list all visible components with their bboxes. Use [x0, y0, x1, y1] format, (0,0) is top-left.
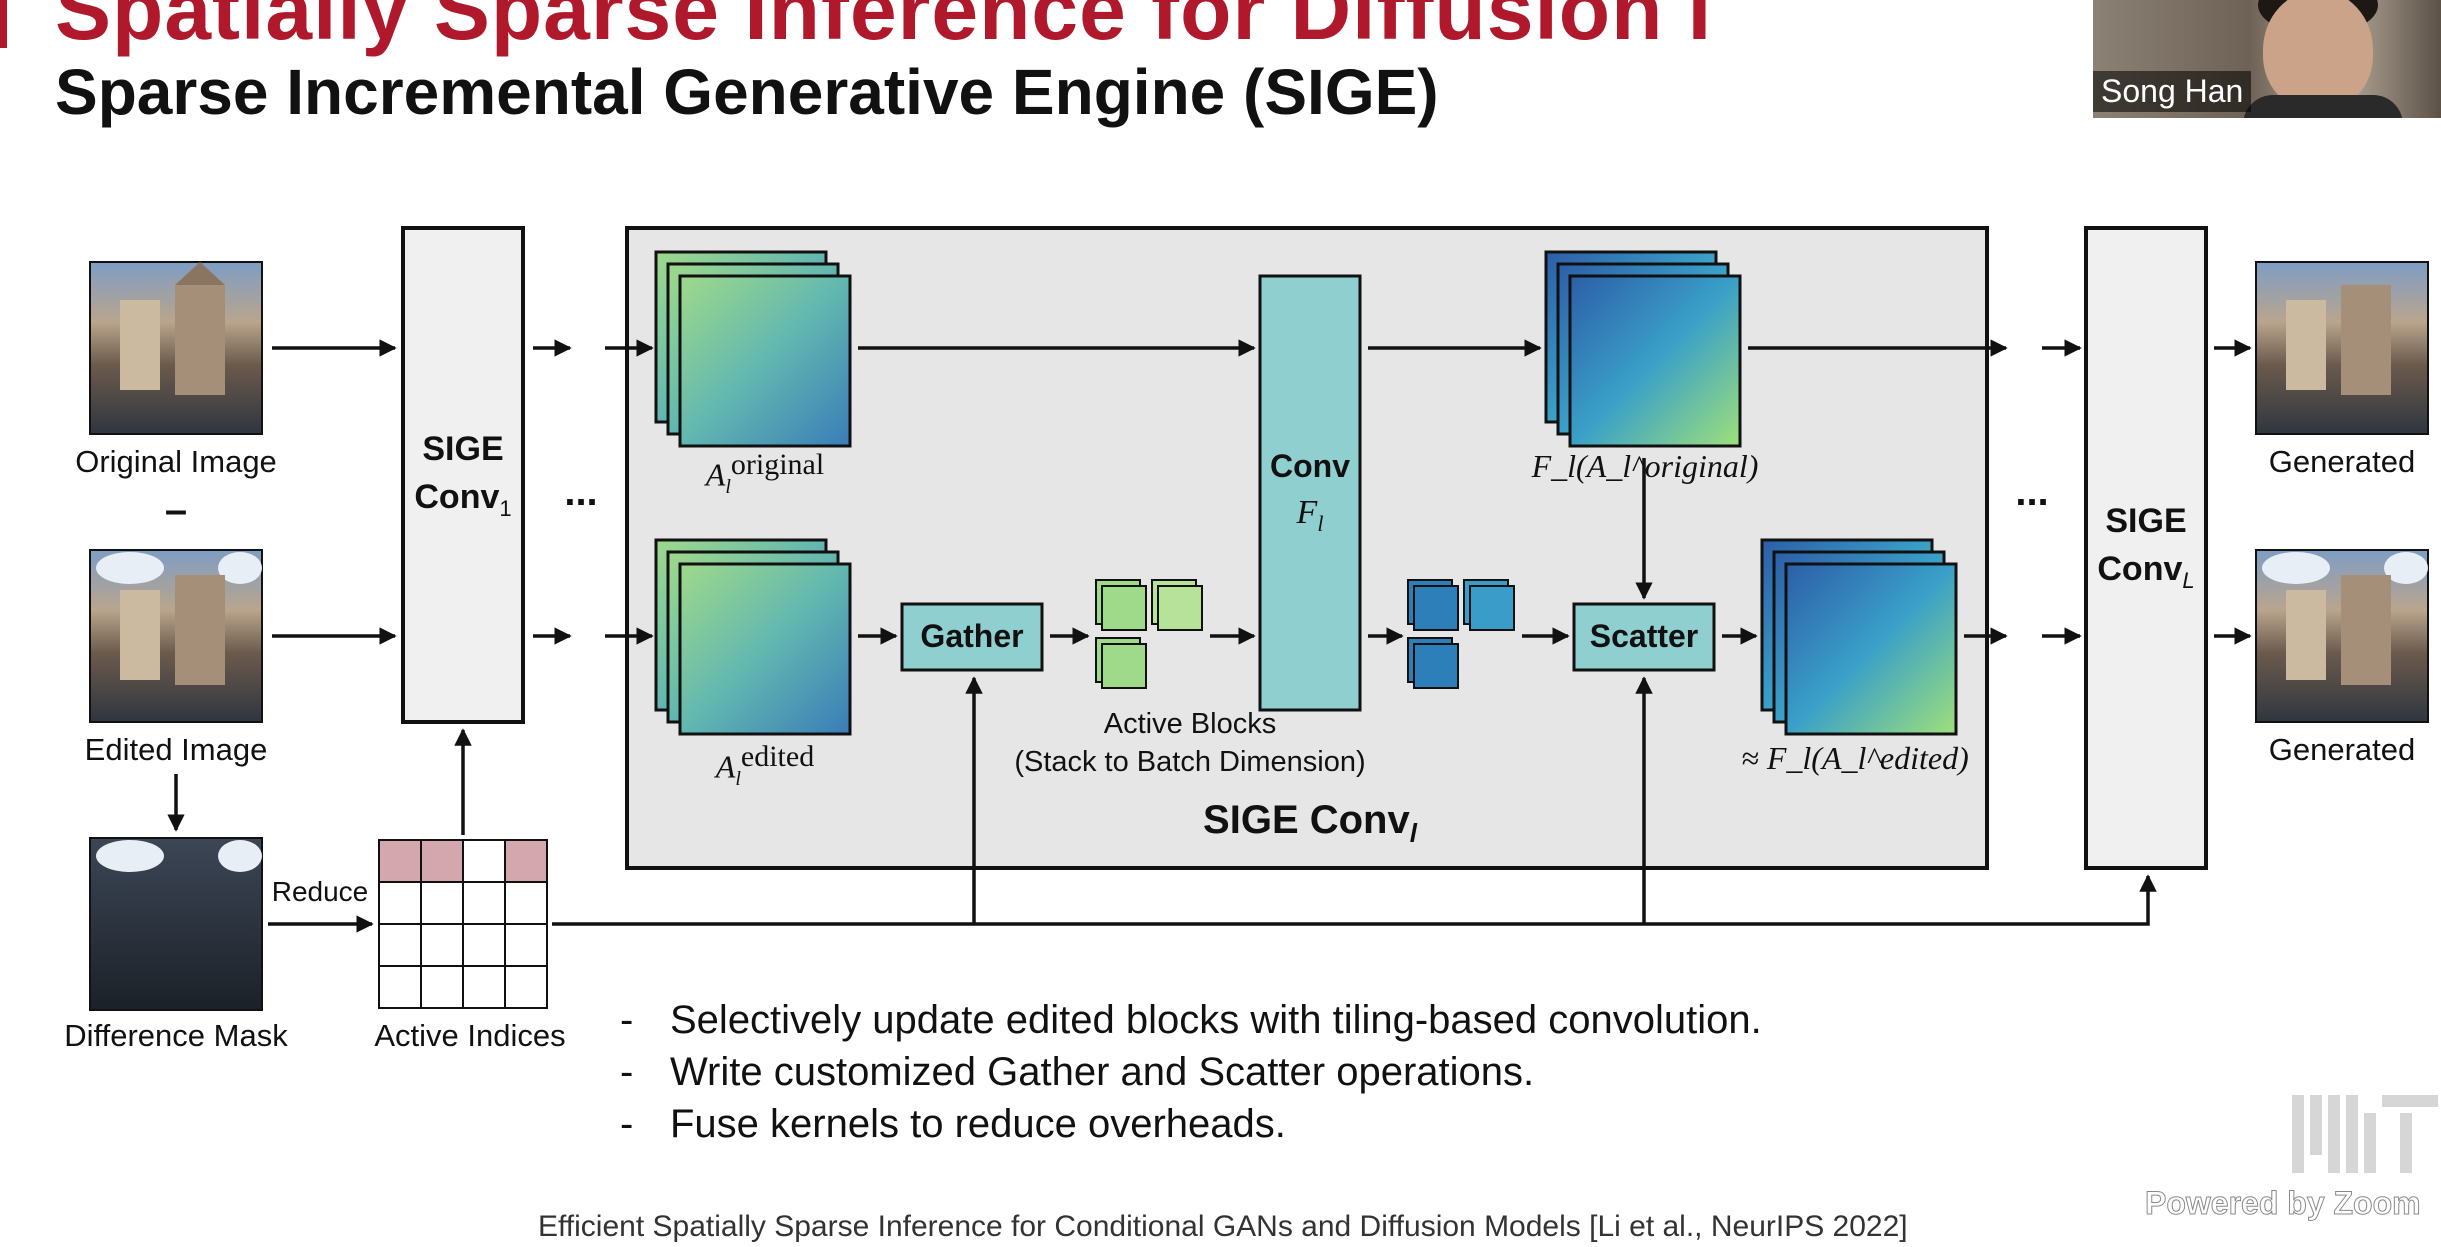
f-original-label: F_l(A_l^original)	[1531, 448, 1759, 484]
generated-image-bottom	[2255, 549, 2429, 723]
scatter-box	[1572, 602, 1716, 672]
reduce-label: Reduce	[271, 876, 369, 907]
speaker-face	[2263, 0, 2373, 110]
title-accent-bar	[0, 0, 7, 48]
a-edited-sup: edited	[740, 740, 815, 773]
bullet-text-2: Write customized Gather and Scatter oper…	[670, 1050, 1535, 1094]
a-edited-base: A	[715, 748, 736, 785]
original-image	[89, 261, 263, 435]
bullet-item: -Selectively update edited blocks with t…	[620, 998, 1762, 1042]
a-original-base: A	[705, 456, 726, 493]
gather-box	[900, 602, 1044, 672]
sige-conv-L-sub: L	[2182, 567, 2195, 593]
citation: Efficient Spatially Sparse Inference for…	[538, 1210, 1908, 1243]
f-original-stack	[1544, 250, 1742, 448]
minus-sign: –	[164, 488, 188, 532]
a-original-sub: l	[725, 476, 731, 499]
sige-conv-1-box	[401, 226, 525, 724]
bullet-text-3: Fuse kernels to reduce overheads.	[670, 1102, 1286, 1146]
gather-label: Gather	[920, 618, 1024, 654]
slide-subtitle: Sparse Incremental Generative Engine (SI…	[55, 56, 1439, 128]
sige-conv-l-title-sub: l	[1409, 818, 1417, 848]
bullet-item: -Write customized Gather and Scatter ope…	[620, 1050, 1535, 1094]
active-blocks-sublabel: (Stack to Batch Dimension)	[1014, 746, 1366, 778]
sige-conv-L-text: Conv	[2097, 550, 2183, 588]
a-edited-sub: l	[735, 768, 741, 791]
speaker-video[interactable]: Song Han	[2093, 0, 2441, 118]
a-edited-label: Aledited	[680, 740, 850, 791]
a-original-sup: original	[730, 448, 825, 481]
edited-image-label: Edited Image	[84, 732, 268, 767]
conv-fl-sub: l	[1317, 510, 1324, 536]
difference-mask-label: Difference Mask	[64, 1018, 288, 1053]
active-indices-grid	[378, 839, 548, 1009]
scatter-label: Scatter	[1589, 618, 1699, 654]
sige-conv-1-sub: 1	[499, 495, 512, 521]
speaker-shirt	[2243, 95, 2403, 118]
speaker-name: Song Han	[2093, 71, 2252, 112]
sige-conv-L-label-line1: SIGE	[2105, 502, 2187, 540]
zoom-watermark: Powered by Zoom	[2145, 1185, 2422, 1222]
active-blocks-input	[1095, 579, 1203, 689]
generated-bottom-label: Generated	[2268, 732, 2416, 767]
generated-top-label: Generated	[2268, 444, 2416, 479]
f-edited-label: ≈ F_l(A_l^edited)	[1741, 740, 1969, 776]
sige-conv-l-title-text: SIGE Conv	[1203, 798, 1410, 842]
ellipsis-right: ...	[2015, 470, 2049, 514]
active-indices-label: Active Indices	[374, 1018, 566, 1053]
diagram-arrows	[167, 339, 2252, 933]
a-original-stack	[654, 250, 852, 448]
conv-label-line2: Fl	[1260, 494, 1360, 537]
sige-conv-1-label-line2: Conv1	[403, 478, 523, 522]
conv-fl-base: F	[1296, 494, 1318, 531]
sige-conv-l-title: SIGE Convl	[1150, 798, 1470, 849]
generated-image-top	[2255, 261, 2429, 435]
sige-conv-L-box	[2084, 226, 2208, 870]
sige-conv-1-label-line1: SIGE	[422, 430, 504, 468]
slide-title: Spatially Sparse Inference for Diffusion…	[55, 0, 1713, 57]
mit-logo-icon	[2292, 1095, 2438, 1173]
ellipsis-left: ...	[564, 470, 598, 514]
original-image-label: Original Image	[75, 444, 277, 479]
difference-mask	[89, 837, 263, 1011]
active-blocks-label: Active Blocks	[1103, 708, 1277, 740]
a-edited-stack	[654, 538, 852, 736]
f-edited-stack	[1760, 538, 1958, 736]
edited-image	[89, 549, 263, 723]
conv-fl-box	[1258, 274, 1362, 712]
a-original-label: Aloriginal	[680, 448, 850, 499]
bullet-item: -Fuse kernels to reduce overheads.	[620, 1102, 1286, 1146]
bullet-list: -Selectively update edited blocks with t…	[620, 998, 1762, 1154]
bullet-text-1: Selectively update edited blocks with ti…	[670, 998, 1762, 1042]
active-blocks-output	[1407, 579, 1515, 689]
conv-label-line1: Conv	[1270, 448, 1350, 484]
sige-conv-L-label-line2: ConvL	[2086, 550, 2206, 594]
sige-conv-1-text: Conv	[414, 478, 500, 516]
